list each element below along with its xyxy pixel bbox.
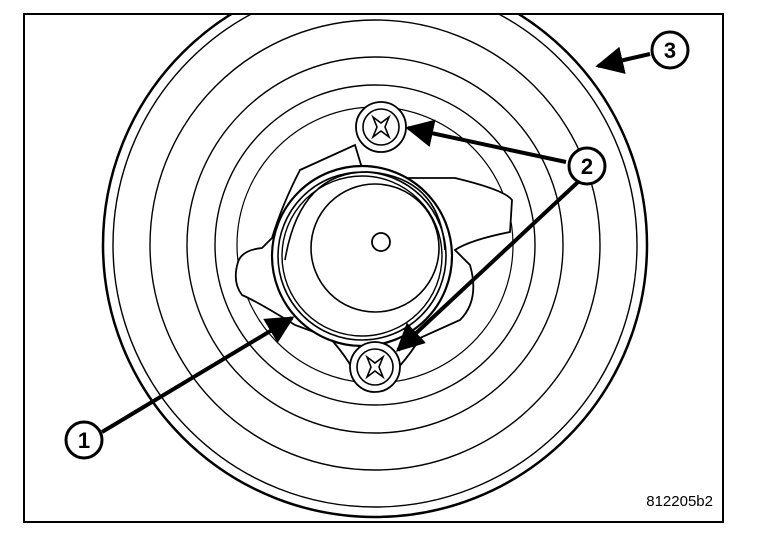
housing-outer-ring (101, 14, 649, 519)
figure-id: 812205b2 (646, 493, 713, 510)
leader-arrow-2-top (405, 119, 567, 164)
callout-1: 1 (64, 420, 104, 460)
callout-2-label: 2 (581, 154, 593, 179)
callout-3-label: 3 (664, 38, 676, 63)
bulb-center-pin (371, 232, 391, 252)
housing-ring-2 (112, 14, 638, 508)
leader-arrow-3 (595, 46, 651, 74)
bulb-socket-ring-b (281, 175, 443, 337)
bulb-collar-arc (284, 171, 446, 261)
leader-arrow-1 (100, 316, 295, 434)
screw-bottom (349, 341, 401, 393)
housing-ring-3 (149, 19, 601, 471)
callout-3: 3 (650, 30, 690, 70)
housing-ring-4 (186, 56, 564, 434)
callout-2: 2 (567, 146, 607, 186)
leader-arrow-2-bottom (395, 180, 580, 352)
callout-1-label: 1 (78, 428, 90, 453)
screw-top (355, 101, 407, 153)
housing-ring-5 (214, 84, 536, 406)
